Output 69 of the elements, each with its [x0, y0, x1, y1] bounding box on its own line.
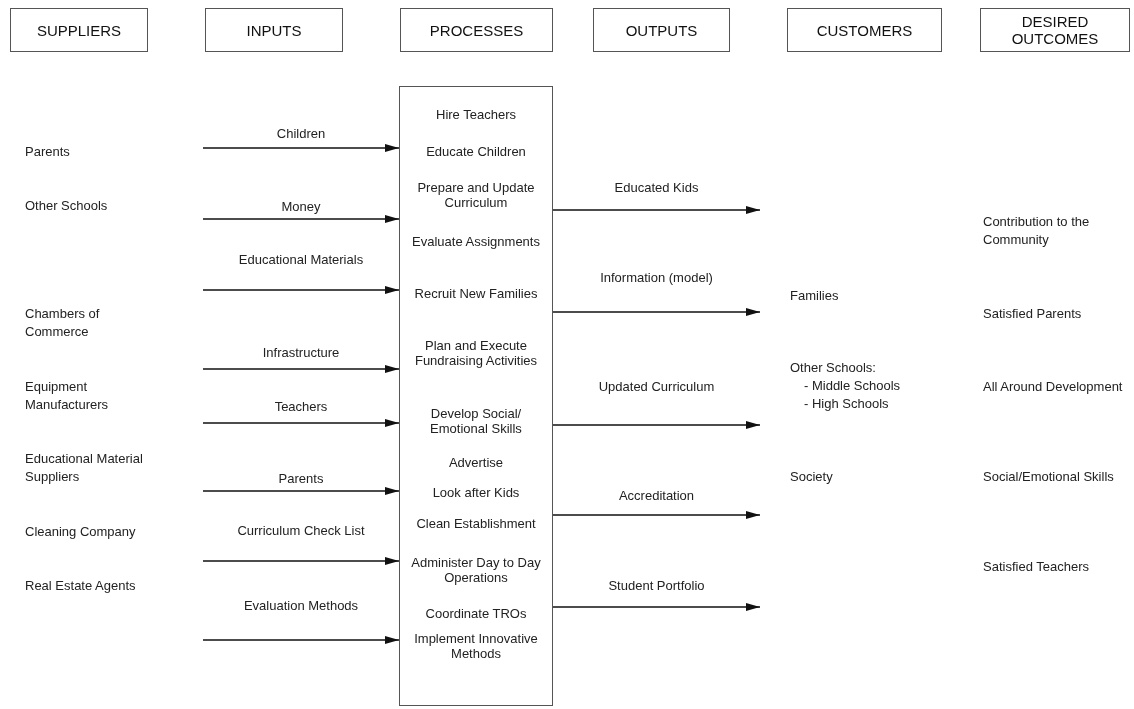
column-entry: Real Estate Agents — [25, 577, 136, 595]
process-step: Plan and Execute Fundraising Activities — [404, 338, 548, 368]
process-box — [399, 86, 553, 706]
column-entry: Social/Emotional Skills — [983, 468, 1114, 486]
edge-label: Information (model) — [600, 269, 713, 287]
column-entry: Society — [790, 468, 833, 486]
process-step: Clean Establishment — [404, 516, 548, 531]
column-entry: Satisfied Parents — [983, 305, 1082, 323]
process-step: Evaluate Assignments — [404, 234, 548, 249]
column-entry: Parents — [25, 143, 70, 161]
column-entry: - High Schools — [804, 395, 889, 413]
process-step: Administer Day to Day Operations — [404, 555, 548, 585]
column-entry: Other Schools — [25, 197, 108, 215]
arrow — [552, 511, 761, 519]
column-header-box — [10, 8, 148, 52]
column-entry: All Around Development — [983, 378, 1123, 396]
arrow — [202, 144, 400, 152]
edge-label: Infrastructure — [262, 344, 340, 362]
column-entry: Satisfied Teachers — [983, 558, 1089, 576]
edge-label: Money — [281, 198, 321, 216]
column-header-box — [787, 8, 942, 52]
column-entry: Educational Material Suppliers — [25, 450, 144, 486]
process-step: Educate Children — [404, 144, 548, 159]
edge-label: Evaluation Methods — [243, 597, 359, 615]
edge-label: Parents — [278, 470, 324, 488]
edge-label: Accreditation — [618, 487, 695, 505]
column-header-box — [980, 8, 1130, 52]
edge-label: Children — [276, 125, 326, 143]
arrow — [552, 603, 761, 611]
edge-label: Curriculum Check List — [237, 522, 365, 540]
edge-label: Educational Materials — [238, 251, 364, 269]
column-header: INPUTS — [246, 21, 302, 39]
column-header-box — [593, 8, 730, 52]
column-header-box — [205, 8, 343, 52]
arrow — [552, 308, 761, 316]
arrow — [552, 421, 761, 429]
edge-label: Teachers — [274, 398, 328, 416]
column-entry: - Middle Schools — [804, 377, 901, 395]
process-step: Advertise — [404, 455, 548, 470]
arrow — [202, 215, 400, 223]
column-entry: Families — [790, 287, 839, 305]
process-step: Hire Teachers — [404, 107, 548, 122]
process-step: Prepare and Update Curriculum — [404, 180, 548, 210]
edge-label: Student Portfolio — [608, 577, 705, 595]
arrow — [202, 419, 400, 427]
edge-label: Educated Kids — [614, 179, 699, 197]
arrow — [552, 206, 761, 214]
process-step: Look after Kids — [404, 485, 548, 500]
arrow — [202, 557, 400, 565]
arrow — [202, 365, 400, 373]
column-header: SUPPLIERS — [36, 21, 122, 39]
column-entry: Other Schools: — [790, 359, 876, 377]
column-header: PROCESSES — [429, 21, 524, 39]
process-step: Coordinate TROs — [404, 606, 548, 621]
column-header: OUTPUTS — [625, 21, 698, 39]
process-step: Implement Innovative Methods — [404, 631, 548, 661]
column-header-box — [400, 8, 553, 52]
edge-label: Updated Curriculum — [598, 378, 715, 396]
process-step: Develop Social/ Emotional Skills — [404, 406, 548, 436]
arrow — [202, 636, 400, 644]
arrow — [202, 487, 400, 495]
process-step: Recruit New Families — [404, 286, 548, 301]
column-header: CUSTOMERS — [816, 21, 913, 39]
column-entry: Equipment Manufacturers — [25, 378, 110, 414]
column-entry: Chambers of Commerce — [25, 305, 101, 341]
column-entry: Cleaning Company — [25, 523, 136, 541]
arrow — [202, 286, 400, 294]
column-entry: Contribution to the Community — [983, 213, 1091, 249]
column-header: DESIRED OUTCOMES — [1010, 13, 1100, 47]
